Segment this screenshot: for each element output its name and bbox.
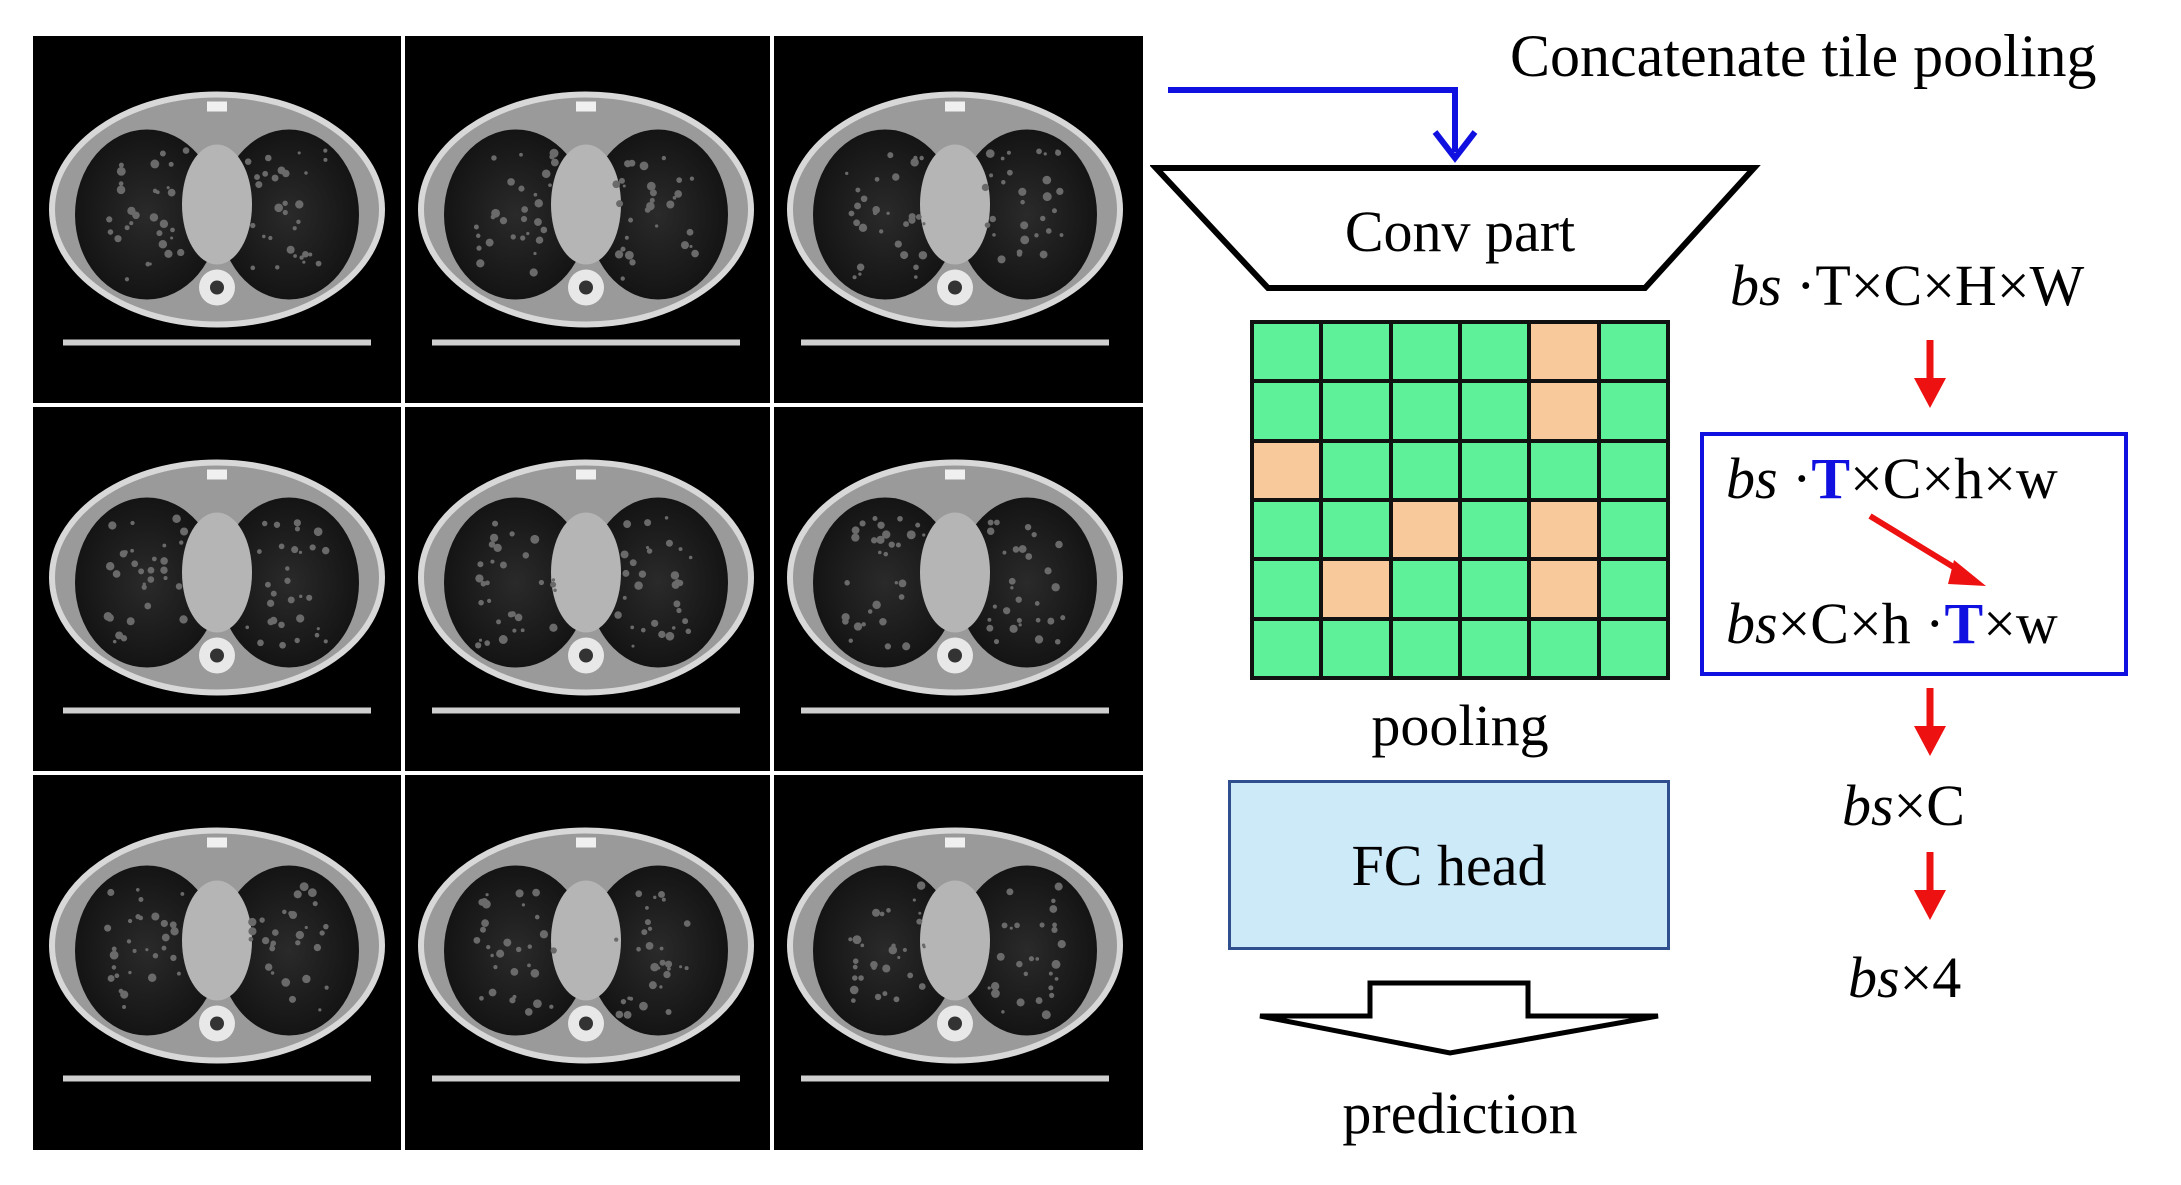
- pool-cell: [1254, 324, 1320, 380]
- ct-slice: [49, 827, 385, 1082]
- formula-tile-dim: T: [1811, 446, 1851, 511]
- formula-text: ×C×h×w: [1850, 446, 2058, 511]
- pooling-label: pooling: [1371, 693, 1549, 758]
- ct-slice: [418, 827, 754, 1082]
- pool-cell-selected: [1531, 501, 1597, 558]
- ct-slice: [787, 91, 1123, 346]
- pool-cell: [1462, 324, 1528, 380]
- red-arrow-1: [1914, 340, 1946, 408]
- ct-slice: [49, 459, 385, 714]
- pooling-feature-grid: [1250, 320, 1670, 680]
- pool-cell-selected: [1531, 383, 1597, 439]
- formula-text: ×4: [1899, 945, 1962, 1010]
- pool-cell-selected: [1323, 561, 1389, 617]
- pool-cell: [1323, 442, 1389, 498]
- red-diagonal-arrow: [1868, 513, 1986, 586]
- pool-cell: [1392, 383, 1458, 439]
- output-arrow: [1259, 980, 1659, 1056]
- pool-cell: [1462, 442, 1528, 498]
- pool-cell: [1462, 501, 1528, 558]
- formula-text: ×C: [1893, 773, 1965, 838]
- pool-cell: [1392, 561, 1458, 617]
- pool-cell: [1531, 620, 1597, 676]
- pool-cell: [1323, 383, 1389, 439]
- ct-slice: [49, 91, 385, 346]
- pool-cell-selected: [1531, 561, 1597, 617]
- ct-slice: [418, 91, 754, 346]
- pool-cell-selected: [1254, 442, 1320, 498]
- red-arrow-2: [1914, 688, 1946, 756]
- pool-cell: [1600, 501, 1666, 558]
- reshape-box: [1700, 432, 2128, 676]
- formula-text: ×w: [1983, 591, 2058, 656]
- pool-cell: [1600, 324, 1666, 380]
- pool-cell: [1462, 620, 1528, 676]
- ct-scan-images: [33, 36, 1143, 1150]
- pool-cell: [1462, 383, 1528, 439]
- fc-head-label: FC head: [1351, 832, 1547, 898]
- pool-cell: [1462, 561, 1528, 617]
- pool-cell: [1254, 383, 1320, 439]
- ct-slice: [418, 459, 754, 714]
- formula-text: ·T×C×H×W: [1781, 253, 2085, 318]
- formula-bs: bs: [1726, 446, 1778, 511]
- pool-cell: [1254, 620, 1320, 676]
- pool-cell: [1392, 442, 1458, 498]
- pool-cell: [1323, 620, 1389, 676]
- pool-cell: [1392, 620, 1458, 676]
- red-arrow-3: [1914, 852, 1946, 920]
- prediction-label: prediction: [1342, 1081, 1578, 1146]
- pool-cell: [1323, 501, 1389, 558]
- pool-cell: [1392, 324, 1458, 380]
- formula-concatenated: bs×C×h ·T×w: [1726, 590, 2058, 657]
- ct-scan-grid: [33, 36, 1143, 1150]
- formula-tile-dim: T: [1944, 591, 1984, 656]
- pool-cell: [1600, 561, 1666, 617]
- formula-text: ·: [1777, 446, 1812, 511]
- pool-cell: [1323, 324, 1389, 380]
- formula-output: bs×4: [1848, 944, 1961, 1011]
- formula-bs: bs: [1848, 945, 1900, 1010]
- pool-cell: [1254, 561, 1320, 617]
- pool-cell-selected: [1531, 324, 1597, 380]
- formula-tiled-features: bs ·T×C×h×w: [1726, 445, 2058, 512]
- fc-head-block: FC head: [1228, 780, 1670, 950]
- formula-text: ×C×h ·: [1777, 591, 1945, 656]
- formula-pooled: bs×C: [1842, 772, 1965, 839]
- pool-cell: [1600, 383, 1666, 439]
- diagram-title: Concatenate tile pooling: [1510, 23, 2097, 89]
- formula-bs: bs: [1842, 773, 1894, 838]
- pool-cell: [1600, 620, 1666, 676]
- ct-slice: [787, 459, 1123, 714]
- formula-bs: bs: [1730, 253, 1782, 318]
- pool-cell: [1254, 501, 1320, 558]
- conv-part-block: [1150, 165, 1761, 291]
- pool-cell: [1531, 442, 1597, 498]
- formula-input-shape: bs ·T×C×H×W: [1730, 252, 2084, 319]
- ct-slice: [787, 827, 1123, 1082]
- formula-bs: bs: [1726, 591, 1778, 656]
- input-arrow: [1168, 87, 1478, 163]
- pool-cell-selected: [1392, 501, 1458, 558]
- conv-part-label: Conv part: [1344, 199, 1576, 264]
- pool-cell: [1600, 442, 1666, 498]
